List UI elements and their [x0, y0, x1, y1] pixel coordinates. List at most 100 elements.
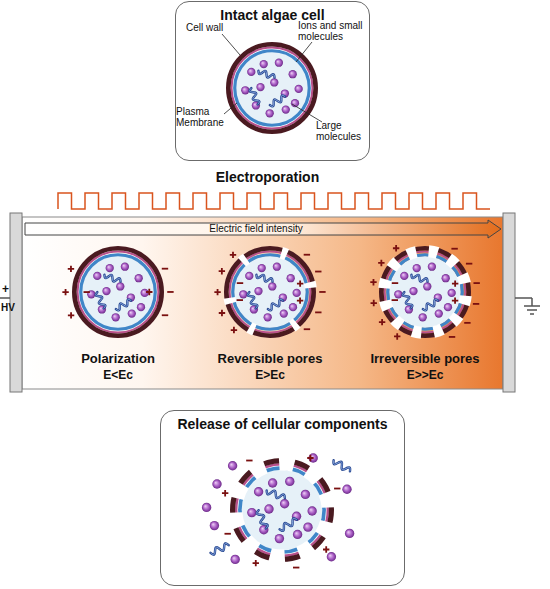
- protein-molecule: [410, 272, 428, 284]
- protein-ribbon: [247, 291, 258, 309]
- small-molecule: [137, 303, 145, 311]
- protein-ribbon: [257, 68, 275, 80]
- periplasm-layer: [78, 252, 159, 333]
- positive-charge: [307, 455, 313, 461]
- small-molecule: [266, 109, 274, 117]
- ground-symbol: [524, 305, 540, 307]
- membrane-pore: [296, 541, 315, 560]
- cell-wall: [233, 461, 332, 560]
- protein-highlight: [402, 291, 413, 309]
- plasma-membrane: [235, 51, 310, 126]
- small-molecule: [135, 274, 143, 282]
- cell-stage: Irreversible poresE>>Ec: [365, 240, 485, 390]
- membrane-pore: [449, 312, 464, 327]
- protein-molecule: [332, 458, 352, 474]
- small-molecule: [106, 264, 114, 272]
- pulse-train: [58, 193, 490, 209]
- ground-wire: [531, 298, 533, 306]
- negative-charge: [293, 567, 299, 569]
- positive-charge: [371, 300, 377, 306]
- protein-ribbon: [422, 298, 440, 311]
- protein-ribbon: [332, 458, 352, 474]
- positive-charge: [323, 546, 329, 552]
- small-molecule: [423, 282, 431, 290]
- small-molecule: [394, 290, 402, 298]
- membrane-pore: [405, 246, 417, 260]
- protein-ribbon: [256, 509, 269, 530]
- negative-charge: [315, 311, 321, 313]
- electrode-plate: [503, 213, 515, 392]
- small-molecule: [258, 264, 266, 272]
- small-molecule: [413, 264, 421, 272]
- membrane-pore: [268, 548, 285, 563]
- field-condition: E>Ec: [190, 367, 350, 384]
- membrane-pore: [229, 512, 245, 529]
- field-arrow: Electric field intensity: [24, 221, 502, 237]
- leader-line: [296, 42, 312, 62]
- membrane-pore: [319, 491, 335, 508]
- small-molecule: [254, 487, 263, 496]
- small-molecule: [141, 289, 149, 297]
- small-molecule: [289, 70, 297, 78]
- small-molecule: [247, 508, 256, 517]
- leader-line: [222, 34, 240, 55]
- small-molecule: [275, 59, 283, 67]
- algae-cell: [62, 248, 173, 335]
- cell-stage: Reversible poresE>Ec: [210, 240, 330, 390]
- cell-outline: [210, 240, 330, 350]
- periplasm-layer: [236, 464, 328, 556]
- protein-highlight: [209, 542, 230, 555]
- periplasm-layer: [385, 252, 466, 333]
- protein-molecule: [209, 542, 230, 555]
- protein-ribbon: [269, 94, 287, 107]
- negative-charge: [84, 291, 90, 293]
- small-molecule: [303, 522, 312, 531]
- positive-charge: [230, 252, 236, 258]
- protein-molecule: [95, 291, 106, 309]
- leader-lines: [222, 34, 322, 122]
- negative-charge: [304, 328, 310, 330]
- positive-charge: [219, 268, 225, 274]
- small-molecule: [254, 287, 262, 295]
- small-molecule: [256, 83, 264, 91]
- electroporation-chamber: ElectroporationElectric field intensityP…: [10, 168, 525, 390]
- small-molecule: [307, 506, 316, 515]
- cell-stage: PolarizationE<Ec: [58, 240, 178, 390]
- small-molecule: [409, 287, 417, 295]
- small-molecule: [231, 555, 240, 564]
- membrane-pore: [289, 318, 301, 331]
- protein-ribbon: [267, 298, 285, 311]
- protein-highlight: [266, 488, 287, 501]
- positive-charge: [68, 266, 74, 272]
- arrow-label: Electric field intensity: [24, 221, 488, 237]
- protein-molecule: [266, 488, 287, 501]
- positive-charge: [222, 490, 228, 496]
- algae-cell: [214, 247, 325, 336]
- protein-ribbon: [95, 291, 106, 309]
- membrane-pore: [238, 254, 250, 267]
- protein-ribbon: [115, 298, 133, 311]
- cell-outline: [58, 240, 178, 350]
- protein-highlight: [269, 94, 287, 107]
- protein-molecule: [422, 298, 440, 311]
- protein-highlight: [103, 272, 121, 284]
- cytoplasm: [236, 52, 308, 124]
- algae-cell: [202, 453, 354, 567]
- membrane-pore: [280, 247, 289, 260]
- protein-molecule: [255, 272, 273, 284]
- positive-charge: [214, 289, 220, 295]
- protein-molecule: [249, 87, 260, 105]
- pulse-wave: [58, 193, 490, 209]
- panel-box: Release of cellular components: [160, 410, 405, 586]
- positive-charge: [379, 319, 385, 325]
- positive-charge: [68, 312, 74, 318]
- membrane-pore: [304, 281, 317, 289]
- membrane-pore: [457, 272, 471, 284]
- small-molecule: [435, 309, 443, 317]
- protein-highlight: [422, 298, 440, 311]
- small-molecule: [442, 274, 450, 282]
- ground-symbol: [530, 313, 534, 315]
- membrane-pore: [231, 481, 249, 500]
- negative-charge: [315, 271, 321, 273]
